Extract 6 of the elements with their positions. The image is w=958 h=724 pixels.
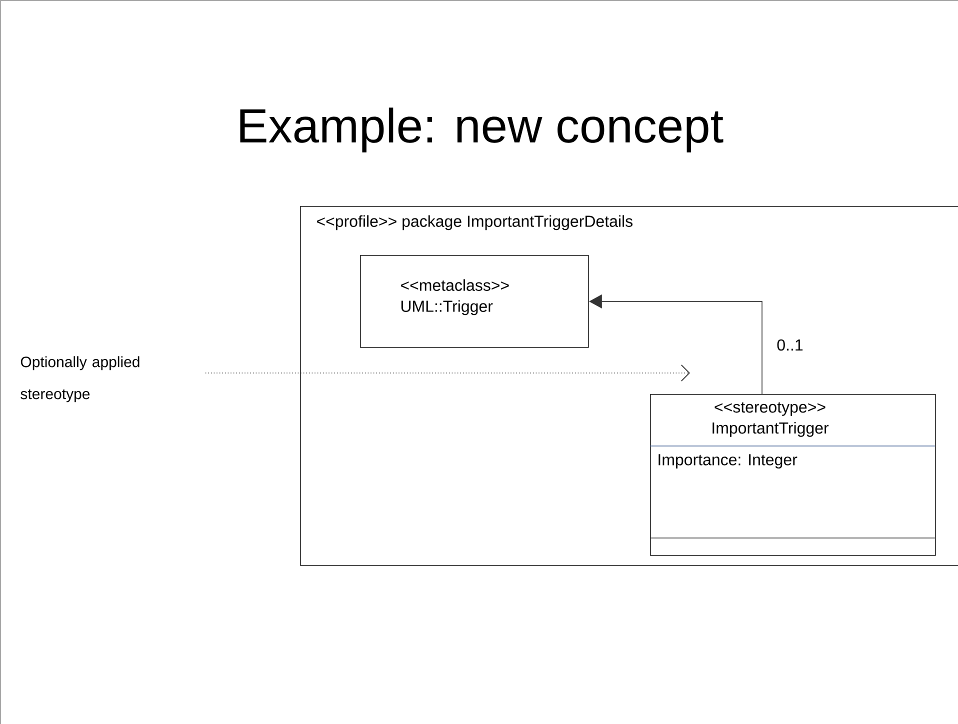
note-text: Optionally applied stereotype <box>20 356 140 402</box>
edge-label: 0..1 <box>776 338 804 352</box>
slide-title: Example: new concept <box>240 108 724 152</box>
leader-line <box>205 364 690 382</box>
class-box: <<stereotype>> ImportantTrigger Importance: Integer <box>650 394 936 556</box>
class-box: <<metaclass>> UML::Trigger <box>360 255 589 348</box>
